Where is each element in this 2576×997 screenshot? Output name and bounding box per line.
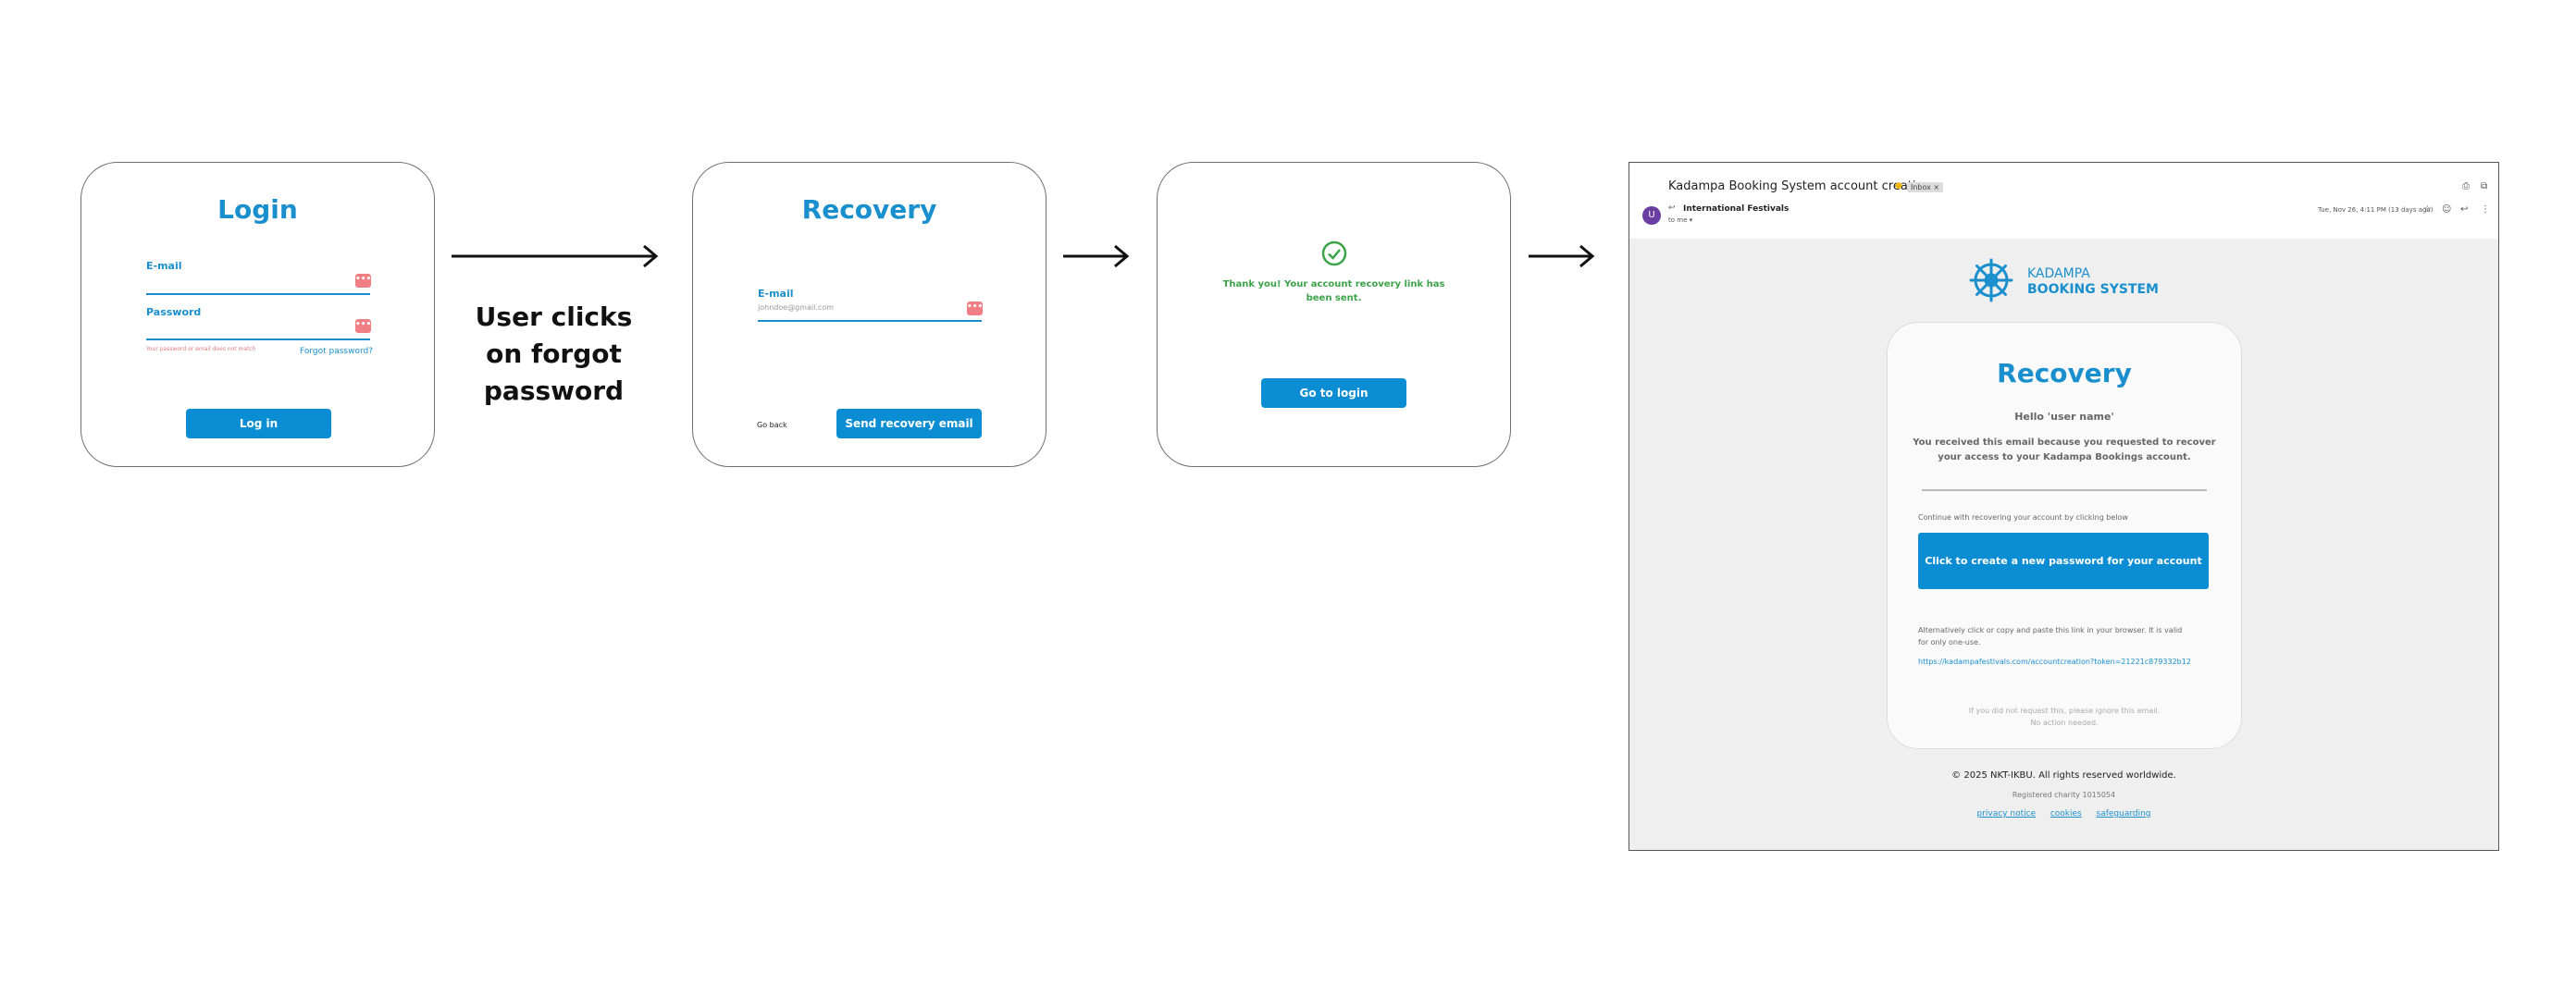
caption-line: password bbox=[483, 375, 625, 406]
email-field[interactable] bbox=[146, 272, 370, 292]
password-manager-icon[interactable]: ••• bbox=[355, 274, 371, 288]
brand-line: KADAMPA bbox=[2027, 266, 2090, 281]
open-new-window-icon[interactable]: ⧉ bbox=[2481, 181, 2488, 191]
login-card: Login E-mail ••• Password ••• Your passw… bbox=[80, 162, 435, 467]
forgot-password-link[interactable]: Forgot password? bbox=[300, 347, 374, 356]
create-password-button[interactable]: Click to create a new password for your … bbox=[1918, 533, 2209, 589]
email-subject: Kadampa Booking System account creation bbox=[1668, 179, 1931, 193]
check-circle-icon bbox=[1321, 240, 1347, 266]
recovery-title: Recovery bbox=[801, 194, 937, 225]
arrow-right-icon bbox=[452, 244, 659, 268]
password-field-underline bbox=[146, 338, 370, 340]
caption-line: User clicks bbox=[475, 302, 633, 332]
login-button[interactable]: Log in bbox=[186, 409, 331, 438]
cookies-link[interactable]: cookies bbox=[2050, 809, 2082, 819]
go-back-button[interactable]: Go back bbox=[757, 421, 787, 429]
charity-number: Registered charity 1015054 bbox=[2012, 791, 2116, 799]
emoji-icon[interactable]: ☺ bbox=[2442, 204, 2452, 215]
email-datetime: Tue, Nov 26, 4:11 PM (13 days ago) bbox=[2318, 206, 2434, 214]
dharma-wheel-logo-icon bbox=[1969, 258, 2013, 302]
print-icon[interactable]: ⎙ bbox=[2462, 181, 2470, 191]
inbox-label[interactable]: Inbox × bbox=[1907, 182, 1944, 192]
ignore-line: No action needed. bbox=[2030, 719, 2099, 727]
recipient-line[interactable]: to me ▾ bbox=[1668, 216, 1693, 224]
brand-name: KADAMPA BOOKING SYSTEM bbox=[2027, 266, 2159, 298]
arrow-right-icon bbox=[1063, 244, 1130, 268]
more-options-icon[interactable]: ⋮ bbox=[2481, 204, 2490, 215]
intro-line: You received this email because you requ… bbox=[1913, 437, 2216, 448]
email-label: E-mail bbox=[146, 260, 182, 272]
caption-line: on forgot bbox=[486, 338, 622, 369]
brand-line: BOOKING SYSTEM bbox=[2027, 282, 2159, 297]
alt-line: Alternatively click or copy and paste th… bbox=[1918, 626, 2183, 634]
greeting: Hello 'user name' bbox=[2014, 411, 2114, 423]
email-window: Kadampa Booking System account creation … bbox=[1629, 162, 2499, 851]
continue-text: Continue with recovering your account by… bbox=[1918, 513, 2128, 522]
confirmation-card: Thank you! Your account recovery link ha… bbox=[1157, 162, 1511, 467]
reply-arrow-icon: ↩ bbox=[1668, 203, 1676, 213]
password-manager-icon[interactable]: ••• bbox=[355, 319, 371, 333]
email-field[interactable]: johndoe@gmail.com bbox=[758, 300, 982, 320]
star-outline-icon[interactable]: ☆ bbox=[2423, 204, 2432, 215]
password-manager-icon[interactable]: ••• bbox=[967, 302, 983, 315]
intro-text: You received this email because you requ… bbox=[1897, 436, 2232, 465]
sender-name: International Festivals bbox=[1683, 204, 1790, 214]
email-card-title: Recovery bbox=[1997, 358, 2132, 388]
reply-icon[interactable]: ↩ bbox=[2460, 204, 2469, 215]
alternative-text: Alternatively click or copy and paste th… bbox=[1918, 624, 2182, 648]
password-label: Password bbox=[146, 306, 202, 318]
message-line: been sent. bbox=[1306, 293, 1362, 303]
footer-links: privacy notice cookies safeguarding bbox=[1629, 809, 2498, 819]
email-header: Kadampa Booking System account creation … bbox=[1629, 163, 2498, 239]
flow-caption: User clicks on forgot password bbox=[467, 299, 640, 410]
message-line: Thank you! Your account recovery link ha… bbox=[1222, 279, 1445, 289]
copyright: © 2025 NKT-IKBU. All rights reserved wor… bbox=[1951, 770, 2176, 781]
privacy-notice-link[interactable]: privacy notice bbox=[1976, 809, 2037, 819]
intro-line: your access to your Kadampa Bookings acc… bbox=[1938, 452, 2191, 462]
recovery-card: Recovery E-mail johndoe@gmail.com ••• Go… bbox=[692, 162, 1046, 467]
confirmation-message: Thank you! Your account recovery link ha… bbox=[1195, 277, 1473, 305]
email-placeholder: johndoe@gmail.com bbox=[758, 303, 834, 312]
email-card: Recovery Hello 'user name' You received … bbox=[1887, 322, 2242, 749]
avatar: U bbox=[1642, 206, 1661, 225]
divider bbox=[1922, 489, 2207, 491]
error-message: Your password or email does not match bbox=[146, 346, 256, 352]
send-recovery-button[interactable]: Send recovery email bbox=[836, 409, 982, 438]
recovery-link[interactable]: https://kadampafestivals.com/accountcrea… bbox=[1918, 658, 2191, 666]
star-icon[interactable]: ● bbox=[1895, 181, 1902, 191]
password-field[interactable] bbox=[146, 318, 370, 338]
email-body: KADAMPA BOOKING SYSTEM Recovery Hello 'u… bbox=[1629, 239, 2498, 850]
safeguarding-link[interactable]: safeguarding bbox=[2096, 809, 2151, 819]
email-field-underline bbox=[758, 320, 982, 322]
alt-line: for only one-use. bbox=[1918, 638, 1981, 646]
ignore-line: If you did not request this, please igno… bbox=[1968, 707, 2161, 715]
go-to-login-button[interactable]: Go to login bbox=[1261, 378, 1406, 408]
email-field-underline bbox=[146, 293, 370, 295]
email-label: E-mail bbox=[758, 288, 794, 300]
login-title: Login bbox=[217, 194, 298, 225]
arrow-right-icon bbox=[1529, 244, 1595, 268]
ignore-notice: If you did not request this, please igno… bbox=[1888, 705, 2241, 729]
